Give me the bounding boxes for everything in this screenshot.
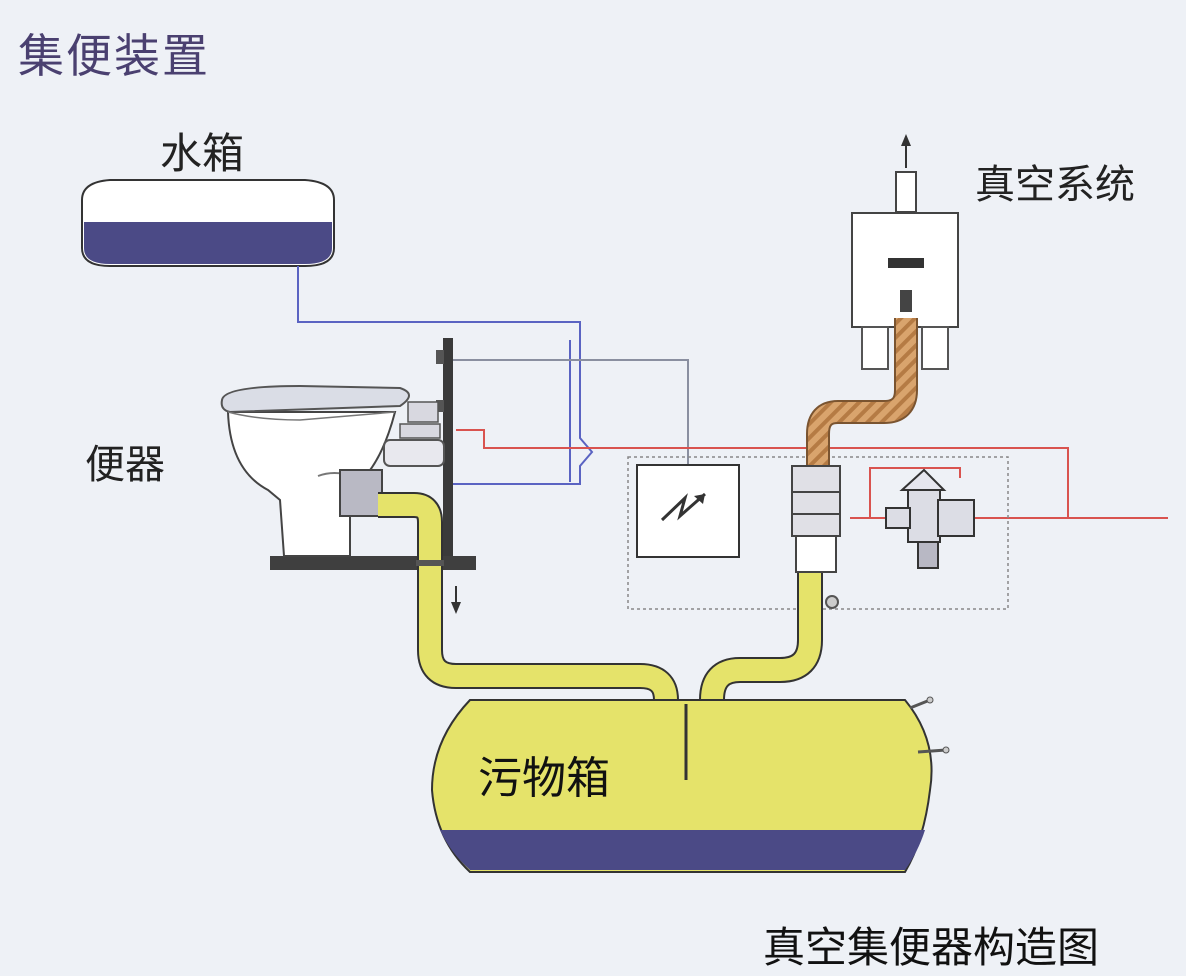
- flush-valve: [339, 401, 445, 517]
- waste-tank: [430, 696, 950, 873]
- water-tank: [81, 179, 335, 267]
- vacuum-system-label: 真空系统: [975, 162, 1135, 208]
- solenoid-valve: [885, 468, 975, 569]
- control-box-zigzag-icon: [660, 492, 706, 522]
- toilet-bowl: [220, 384, 410, 557]
- water-tank-label: 水箱: [160, 129, 245, 178]
- vacuum-valve: [791, 465, 841, 609]
- waste-pipes: [378, 492, 823, 713]
- vacuum-unit: [851, 171, 959, 370]
- water-supply-line: [297, 266, 594, 485]
- toilet-label: 便器: [85, 442, 165, 488]
- wall-plate: [436, 338, 453, 570]
- diagram-caption: 真空集便器构造图: [763, 923, 1100, 972]
- floor-base: [270, 556, 476, 570]
- down-arrow-icon: [451, 586, 461, 614]
- up-arrow-icon: [901, 134, 911, 168]
- waste-tank-label: 污物箱: [478, 753, 610, 804]
- diagram-title: 集便装置: [18, 29, 210, 83]
- pneumatic-line: [448, 359, 689, 465]
- pipe-clamp: [416, 560, 444, 566]
- control-box: [636, 464, 740, 558]
